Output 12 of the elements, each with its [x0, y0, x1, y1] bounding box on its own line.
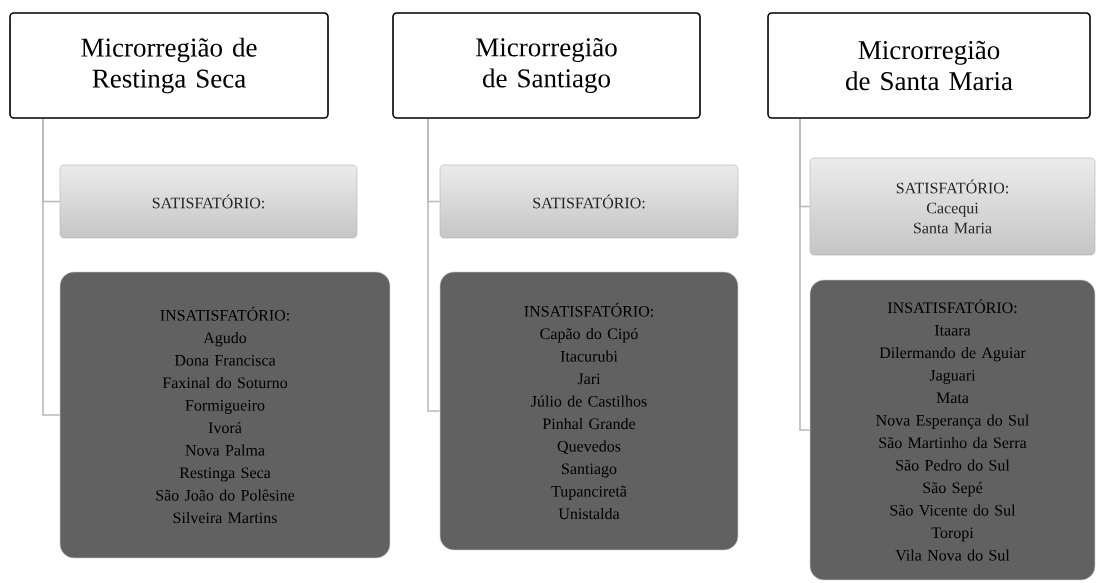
unsatisfactory-box: INSATISFATÓRIO: Capão do Cipó Itacurubi Jari Júlio de Castilhos Pinhal Grande Quevedos Santiago Tupanciretã Unistalda: [439, 271, 739, 551]
unsatisfactory-box: INSATISFATÓRIO: Itaara Dilermando de Aguiar Jaguari Mata Nova Esperança do Sul São Martinho da Serra São Pedro do Sul São Sepé São Vicente do Sul Toropi Vila Nova do Sul: [809, 279, 1096, 581]
region-box: Microrregião de Santiago: [392, 12, 701, 119]
connector-line: [799, 118, 811, 431]
connector-line: [427, 118, 441, 412]
satisfactory-box: SATISFATÓRIO: Cacequi Santa Maria: [809, 157, 1096, 256]
unsatisfactory-box: INSATISFATÓRIO: Agudo Dona Francisca Faxinal do Soturno Formigueiro Ivorá Nova Palma Restinga Seca São João do Polêsine Silveira Martins: [59, 271, 391, 559]
connector-line: [42, 118, 61, 416]
satisfactory-box: SATISFATÓRIO:: [439, 164, 739, 239]
satisfactory-box: SATISFATÓRIO:: [59, 164, 358, 239]
region-box: Microrregião de Restinga Seca: [9, 12, 329, 119]
region-box: Microrregião de Santa Maria: [767, 12, 1091, 119]
